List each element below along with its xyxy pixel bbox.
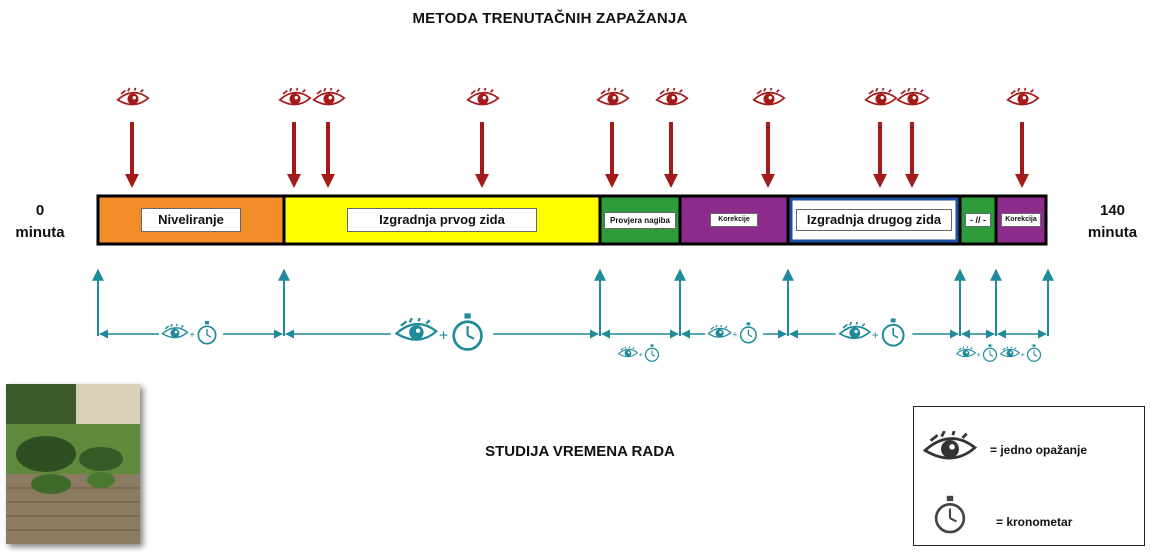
duration-measure-2: + [285, 313, 599, 355]
duration-measure-1: + [99, 321, 283, 347]
segment-label-1: Niveliranje [141, 207, 241, 233]
end-time-value: 140 [1099, 202, 1126, 219]
eye-icon [466, 86, 500, 106]
eye-icon [116, 86, 150, 106]
segment-label-4: Korekcije [710, 213, 758, 228]
legend-stopwatch-label: = kronometar [996, 515, 1073, 529]
end-time-unit: minuta [1087, 224, 1138, 241]
segment-5-frame [789, 197, 959, 243]
svg-text:+: + [439, 327, 448, 344]
start-time-unit: minuta [15, 224, 65, 241]
svg-text:+: + [977, 350, 982, 359]
segment-label-3: Provjera nagiba [604, 211, 676, 229]
arrow-down-icon [905, 174, 919, 188]
start-time-value: 0 [35, 202, 45, 219]
eye-icon [655, 86, 689, 106]
eye-icon [312, 86, 346, 106]
observation-arrows [116, 86, 1040, 188]
segment-label-6: - // - [965, 213, 991, 228]
duration-measures: + + + + + + + [92, 268, 1054, 362]
start-time-label: 0 minuta [0, 200, 80, 244]
segment-label-2: Izgradnja prvog zida [347, 207, 537, 233]
svg-text:+: + [872, 328, 879, 342]
arrow-down-icon [664, 174, 678, 188]
diagram-subtitle: STUDIJA VREMENA RADA [485, 443, 675, 460]
stopwatch-icon [644, 344, 660, 362]
svg-text:+: + [189, 330, 195, 341]
legend-observation-label: = jedno opažanje [990, 443, 1088, 457]
legend-stopwatch-icon [934, 495, 966, 534]
eye-icon [752, 86, 786, 106]
arrow-down-icon [873, 174, 887, 188]
arrow-down-icon [1015, 174, 1029, 188]
eye-icon [596, 86, 630, 106]
svg-text:+: + [1021, 350, 1026, 359]
duration-measure-7: + [997, 329, 1047, 362]
duration-measure-6: + [956, 329, 998, 362]
legend-box: = jedno opažanje = kronometar [913, 406, 1145, 546]
eye-icon [956, 346, 976, 358]
arrow-down-icon [605, 174, 619, 188]
eye-icon [278, 86, 312, 106]
duration-measure-5: + [789, 318, 959, 350]
eye-icon [1006, 86, 1040, 106]
garden-photo-art [6, 384, 140, 544]
arrow-down-icon [321, 174, 335, 188]
arrow-down-icon [125, 174, 139, 188]
segment-label-5: Izgradnja drugog zida [796, 208, 952, 232]
eye-icon [618, 346, 638, 358]
duration-measure-3: + [601, 329, 679, 362]
stopwatch-icon [1026, 344, 1042, 362]
arrow-down-icon [761, 174, 775, 188]
arrow-down-icon [287, 174, 301, 188]
diagram-title: METODA TRENUTAČNIH ZAPAŽANJA [412, 10, 688, 27]
svg-text:+: + [732, 330, 737, 340]
stopwatch-icon [982, 344, 998, 362]
eye-icon [896, 86, 930, 106]
svg-text:+: + [639, 350, 644, 359]
arrow-down-icon [475, 174, 489, 188]
duration-measure-4: + [681, 322, 787, 346]
segment-label-7: Korekcija [1001, 213, 1041, 228]
eye-icon [1000, 346, 1020, 358]
eye-icon [864, 86, 898, 106]
garden-wall-photo [6, 384, 140, 544]
legend-eye-icon [923, 431, 977, 460]
end-time-label: 140 minuta [1075, 200, 1150, 244]
